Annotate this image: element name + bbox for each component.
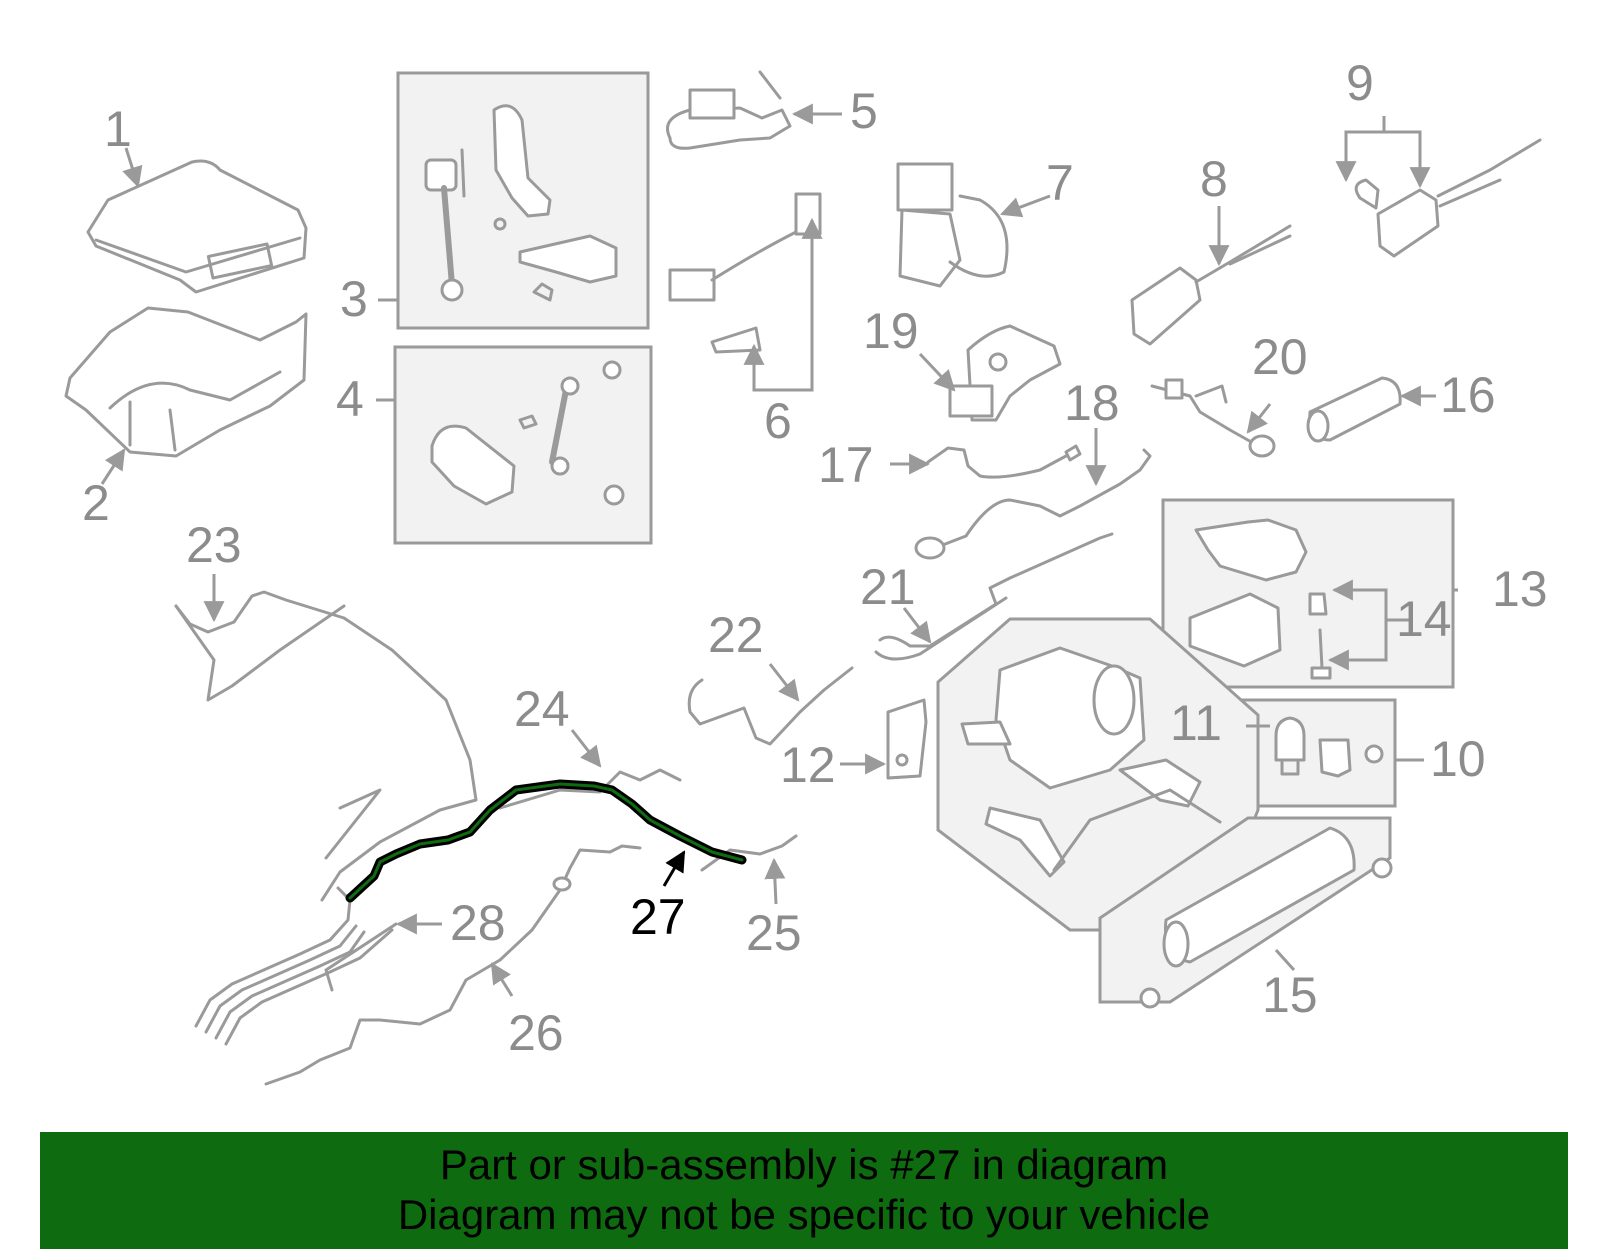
callout-18: 18 bbox=[1064, 375, 1120, 431]
callout-22: 22 bbox=[708, 607, 764, 663]
callout-13: 13 bbox=[1492, 561, 1548, 617]
callout-14: 14 bbox=[1396, 591, 1452, 647]
leader-arrow-27 bbox=[662, 850, 686, 887]
connector-part-5 bbox=[666, 70, 792, 150]
air-line-26-part bbox=[264, 844, 642, 1086]
callout-21: 21 bbox=[860, 559, 916, 615]
callout-27[interactable]: 27 bbox=[630, 889, 686, 945]
callout-25: 25 bbox=[746, 905, 802, 961]
highlighted-line-27[interactable] bbox=[345, 779, 747, 903]
callout-8: 8 bbox=[1200, 151, 1228, 207]
compressor-bracket-part bbox=[1188, 518, 1332, 680]
callout-7: 7 bbox=[1046, 155, 1074, 211]
connector-part-8 bbox=[1130, 224, 1292, 346]
control-module-part bbox=[86, 159, 308, 294]
bumper-parts bbox=[1274, 716, 1384, 778]
valve-part bbox=[896, 162, 1009, 288]
callout-2: 2 bbox=[82, 475, 110, 531]
reservoir-part bbox=[1139, 826, 1393, 1009]
height-sensor-part bbox=[430, 360, 625, 506]
air-line-23-part bbox=[174, 590, 478, 902]
callout-23: 23 bbox=[186, 517, 242, 573]
air-lines-28-part bbox=[194, 886, 398, 1046]
callout-28: 28 bbox=[450, 895, 506, 951]
callout-26: 26 bbox=[508, 1005, 564, 1061]
callout-9: 9 bbox=[1346, 55, 1374, 111]
callout-11: 11 bbox=[1170, 695, 1222, 751]
banner-line-2: Diagram may not be specific to your vehi… bbox=[397, 1191, 1211, 1238]
banner-line-1: Part or sub-assembly is #27 in diagram bbox=[439, 1141, 1169, 1188]
callout-6: 6 bbox=[764, 393, 792, 449]
relay-bracket-part bbox=[948, 324, 1062, 422]
sensor-lead-17-part bbox=[926, 444, 1082, 479]
air-line-24-part bbox=[498, 768, 682, 810]
callout-5: 5 bbox=[850, 83, 878, 139]
callout-17: 17 bbox=[818, 437, 874, 493]
sensor-lead-part bbox=[668, 192, 822, 354]
callout-24: 24 bbox=[514, 681, 570, 737]
callout-19: 19 bbox=[863, 303, 919, 359]
bracket-part-12 bbox=[886, 698, 928, 780]
compressor-part bbox=[960, 646, 1222, 878]
callout-1: 1 bbox=[104, 101, 132, 157]
module-bracket-part bbox=[64, 306, 308, 458]
callout-3: 3 bbox=[340, 271, 368, 327]
callout-16: 16 bbox=[1440, 367, 1496, 423]
air-line-22-part bbox=[687, 666, 854, 746]
connector-part-9 bbox=[1354, 138, 1542, 258]
callout-10: 10 bbox=[1430, 731, 1486, 787]
filter-part bbox=[1306, 376, 1402, 443]
callout-20: 20 bbox=[1252, 329, 1308, 385]
callout-12: 12 bbox=[780, 737, 836, 793]
harness-part bbox=[914, 448, 1152, 560]
air-line-21-part bbox=[874, 532, 1114, 661]
info-banner: Part or sub-assembly is #27 in diagram D… bbox=[40, 1132, 1568, 1249]
sensor-part-20 bbox=[1150, 378, 1276, 458]
callout-15: 15 bbox=[1262, 967, 1318, 1023]
height-sensor-link-part bbox=[424, 104, 618, 302]
callout-4: 4 bbox=[336, 371, 364, 427]
